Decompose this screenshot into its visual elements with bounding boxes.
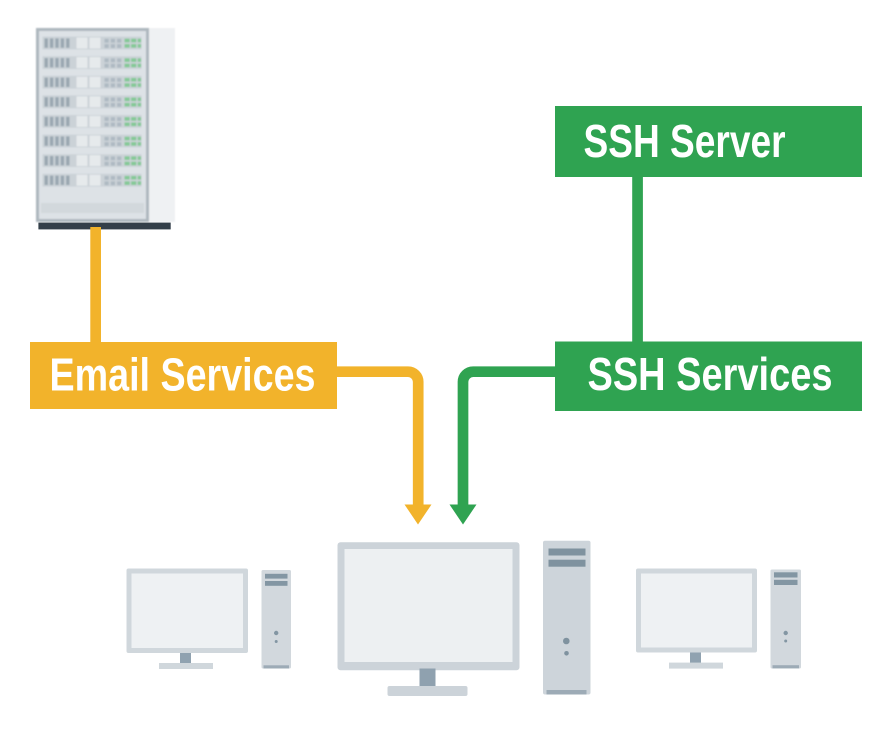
- svg-text:SSH Services: SSH Services: [588, 348, 833, 400]
- svg-text:Email Services: Email Services: [50, 349, 316, 401]
- svg-text:SSH Server: SSH Server: [584, 115, 786, 167]
